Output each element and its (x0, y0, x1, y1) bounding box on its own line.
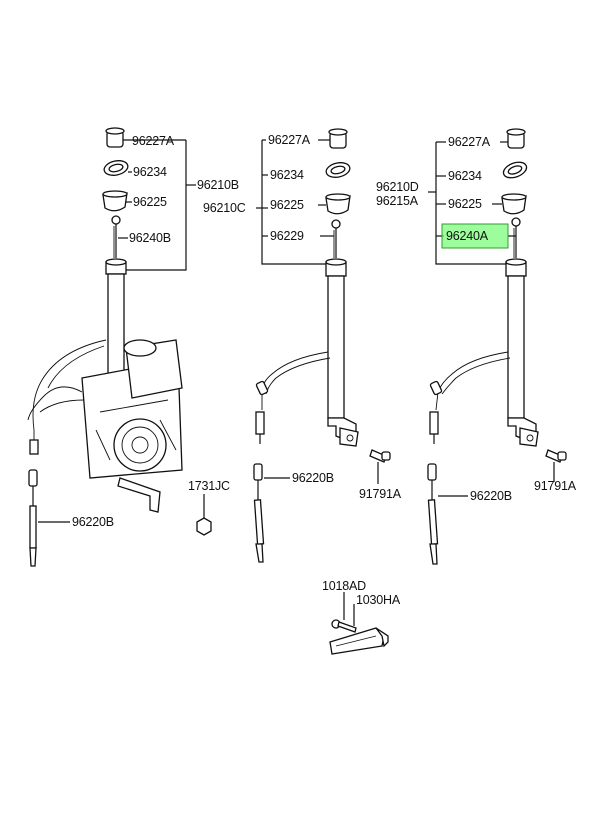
label-a1-96225: 96225 (133, 195, 167, 209)
label-a1-96234: 96234 (133, 165, 167, 179)
highlight-96240A (441, 223, 509, 249)
label-a2-96229: 96229 (270, 229, 304, 243)
cable-96220B-a2 (253, 463, 265, 563)
gasket-96234-part-2 (325, 162, 351, 178)
label-a3-96234: 96234 (448, 169, 482, 183)
bracket-96210B (116, 140, 187, 271)
bracket-assembly-bottom: 1018AD 1030HA (322, 579, 401, 655)
label-a2-91791A: 91791A (359, 487, 402, 501)
label-a2-96234: 96234 (270, 168, 304, 182)
assembly-2: 96227A 96234 96210C 96225 96229 96220B 9… (203, 128, 402, 563)
label-a1-96227A: 96227A (132, 134, 175, 148)
gasket-96234-part (103, 160, 129, 176)
label-a3-96225: 96225 (448, 197, 482, 211)
label-a2-96210C: 96210C (203, 201, 246, 215)
label-a3-96227A: 96227A (448, 135, 491, 149)
bezel-96225-part (102, 190, 128, 212)
gasket-96234-part-3 (502, 161, 528, 179)
nut-1731JC: 1731JC (188, 479, 230, 536)
mast-96240B-part (111, 215, 121, 258)
assembly-3: 96227A 96210D 96215A 96234 96225 96240A … (376, 128, 577, 565)
label-a2-96225: 96225 (270, 198, 304, 212)
cable-96220B-a3 (427, 463, 439, 565)
label-1030HA: 1030HA (356, 593, 401, 607)
label-a2-96227A: 96227A (268, 133, 311, 147)
label-a1-96220B: 96220B (72, 515, 114, 529)
bracket-96210C (261, 140, 336, 265)
label-a1-96210B: 96210B (197, 178, 239, 192)
bolt-91791A-a2 (369, 449, 391, 463)
label-a3-96240A: 96240A (446, 229, 489, 243)
assembly-1: 96227A 96234 96225 96240B 96210B 96220B (27, 127, 239, 567)
bracket-1030HA-part (329, 627, 389, 655)
bolt-91791A-a3 (545, 449, 567, 463)
bezel-96225-part-2 (325, 193, 351, 215)
cap-96227A-part (105, 127, 125, 148)
wire-harness-a1 (27, 339, 107, 455)
label-a3-96220B: 96220B (470, 489, 512, 503)
label-a3-91791A: 91791A (534, 479, 577, 493)
bracket-96210D (435, 142, 514, 265)
mast-96240A-part (511, 217, 521, 258)
motor-housing-a1 (81, 339, 183, 513)
label-a3-96210D: 96210D (376, 180, 419, 194)
cap-96227A-part-3 (506, 128, 526, 149)
screw-1018AD-part (331, 619, 357, 633)
tube-a2 (325, 258, 359, 447)
tube-a1 (105, 258, 127, 385)
cable-lead-a3 (429, 351, 511, 444)
label-a1-96240B: 96240B (129, 231, 171, 245)
cap-96227A-part-2 (328, 128, 348, 149)
mast-96229-part (331, 219, 341, 258)
label-1731JC: 1731JC (188, 479, 230, 493)
label-1018AD: 1018AD (322, 579, 366, 593)
cable-96220B-a1 (28, 469, 38, 567)
bezel-96225-part-3 (501, 193, 527, 215)
cable-lead-a2 (255, 351, 331, 444)
tube-a3 (505, 258, 539, 447)
label-a2-96220B: 96220B (292, 471, 334, 485)
label-a3-96215A: 96215A (376, 194, 419, 208)
